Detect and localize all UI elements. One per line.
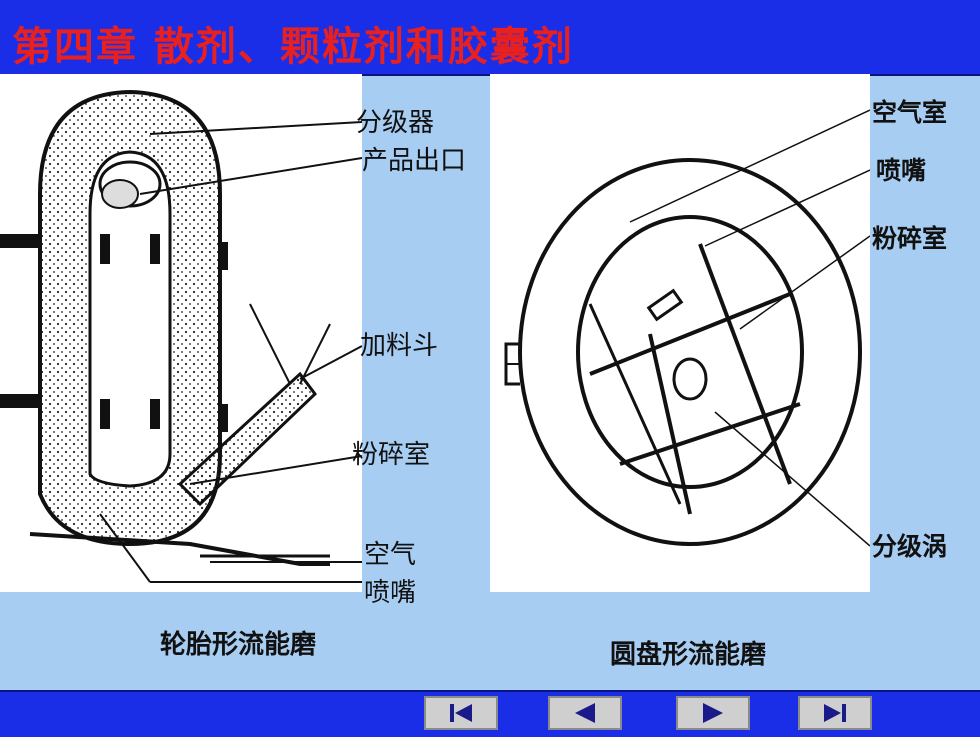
label-classifier: 分级器 <box>356 108 435 138</box>
title-bar: 第四章 散剂、颗粒剂和胶囊剂 <box>0 0 980 76</box>
label-grinding-chamber-right: 粉碎室 <box>872 224 948 253</box>
tire-mill-diagram <box>0 89 363 583</box>
tire-mill-figure-panel <box>0 74 363 592</box>
label-product-outlet: 产品出口 <box>362 146 467 176</box>
disc-mill-caption: 圆盘形流能磨 <box>610 640 767 670</box>
label-nozzle-right: 喷嘴 <box>876 156 927 185</box>
skip-to-end-icon <box>824 704 846 722</box>
label-nozzle-left: 喷嘴 <box>364 578 417 608</box>
tire-mill-caption: 轮胎形流能磨 <box>160 630 317 660</box>
triangle-left-icon <box>575 703 595 723</box>
disc-mill-diagram <box>504 109 871 547</box>
label-grinding-chamber-left: 粉碎室 <box>352 440 431 470</box>
label-air-chamber: 空气室 <box>872 98 948 127</box>
label-air: 空气 <box>364 540 417 570</box>
skip-to-start-icon <box>450 704 472 722</box>
triangle-right-icon <box>703 703 723 723</box>
last-slide-button[interactable] <box>798 696 872 730</box>
label-feed-hopper: 加料斗 <box>360 331 439 361</box>
label-classifying-vortex: 分级涡 <box>872 532 948 561</box>
first-slide-button[interactable] <box>424 696 498 730</box>
slide-title: 第四章 散剂、颗粒剂和胶囊剂 <box>12 23 574 70</box>
disc-mill-figure-panel <box>490 74 871 592</box>
previous-slide-button[interactable] <box>548 696 622 730</box>
next-slide-button[interactable] <box>676 696 750 730</box>
